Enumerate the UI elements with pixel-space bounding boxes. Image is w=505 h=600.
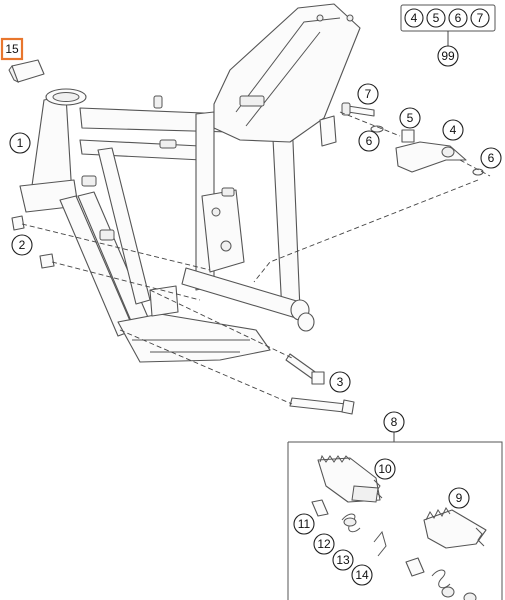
bolt-2a — [11, 215, 25, 231]
callout-8[interactable]: 8 — [383, 411, 405, 433]
lower-cradle — [117, 313, 271, 363]
svg-text:5: 5 — [407, 111, 414, 125]
svg-text:7: 7 — [365, 87, 372, 101]
swingarm-pivot-plate — [201, 189, 245, 273]
spacer-5 — [401, 129, 415, 143]
bolt-2b — [39, 253, 55, 269]
svg-text:12: 12 — [317, 537, 331, 551]
frame-part — [19, 3, 361, 363]
bolt-7 — [347, 105, 375, 117]
footpeg-kit — [287, 432, 503, 600]
rubber-cap-part — [8, 59, 45, 84]
svg-text:6: 6 — [488, 151, 495, 165]
kit-set-box: 4 5 6 7 99 — [400, 4, 496, 67]
callout-1[interactable]: 1 — [9, 132, 31, 154]
svg-text:99: 99 — [441, 49, 455, 63]
callout-6b[interactable]: 6 — [480, 147, 502, 169]
svg-text:4: 4 — [450, 123, 457, 137]
svg-text:6: 6 — [366, 134, 373, 148]
svg-text:5: 5 — [433, 11, 440, 25]
bolt-3b — [289, 397, 347, 413]
callout-3[interactable]: 3 — [329, 371, 351, 393]
rear-subframe — [213, 3, 361, 143]
svg-text:7: 7 — [477, 11, 484, 25]
svg-text:8: 8 — [391, 415, 398, 429]
svg-text:14: 14 — [355, 568, 369, 582]
kit-callout-4[interactable]: 4 — [404, 8, 424, 28]
callout-4[interactable]: 4 — [442, 119, 464, 141]
washer-6a — [370, 125, 384, 133]
callout-6a[interactable]: 6 — [358, 130, 380, 152]
svg-text:6: 6 — [455, 11, 462, 25]
svg-text:4: 4 — [411, 11, 418, 25]
bracket-4 — [395, 141, 467, 173]
svg-text:11: 11 — [298, 517, 311, 531]
svg-text:9: 9 — [456, 491, 463, 505]
callout-7[interactable]: 7 — [357, 83, 379, 105]
callout-11[interactable]: 11 — [293, 513, 315, 535]
callout-2[interactable]: 2 — [11, 234, 33, 256]
frame-bolts — [11, 215, 355, 415]
svg-text:15: 15 — [5, 42, 19, 56]
footpeg-9 — [423, 509, 487, 549]
callout-5[interactable]: 5 — [399, 107, 421, 129]
callout-12[interactable]: 12 — [313, 533, 335, 555]
callout-14[interactable]: 14 — [351, 564, 373, 586]
svg-text:13: 13 — [336, 553, 350, 567]
rear-upright-right — [271, 117, 301, 313]
callout-99[interactable]: 99 — [437, 45, 459, 67]
callout-15[interactable]: 15 — [0, 37, 24, 61]
callout-10[interactable]: 10 — [374, 458, 396, 480]
clip-14 — [373, 530, 387, 557]
svg-text:1: 1 — [17, 136, 24, 150]
svg-text:3: 3 — [337, 375, 344, 389]
svg-text:2: 2 — [19, 238, 26, 252]
svg-text:10: 10 — [378, 462, 392, 476]
kit-callout-7[interactable]: 7 — [470, 8, 490, 28]
pin-11 — [311, 499, 329, 517]
kit-callout-5[interactable]: 5 — [426, 8, 446, 28]
callout-9[interactable]: 9 — [448, 487, 470, 509]
bracket-assembly — [253, 102, 491, 283]
callout-13[interactable]: 13 — [332, 549, 354, 571]
kit-callout-6[interactable]: 6 — [448, 8, 468, 28]
